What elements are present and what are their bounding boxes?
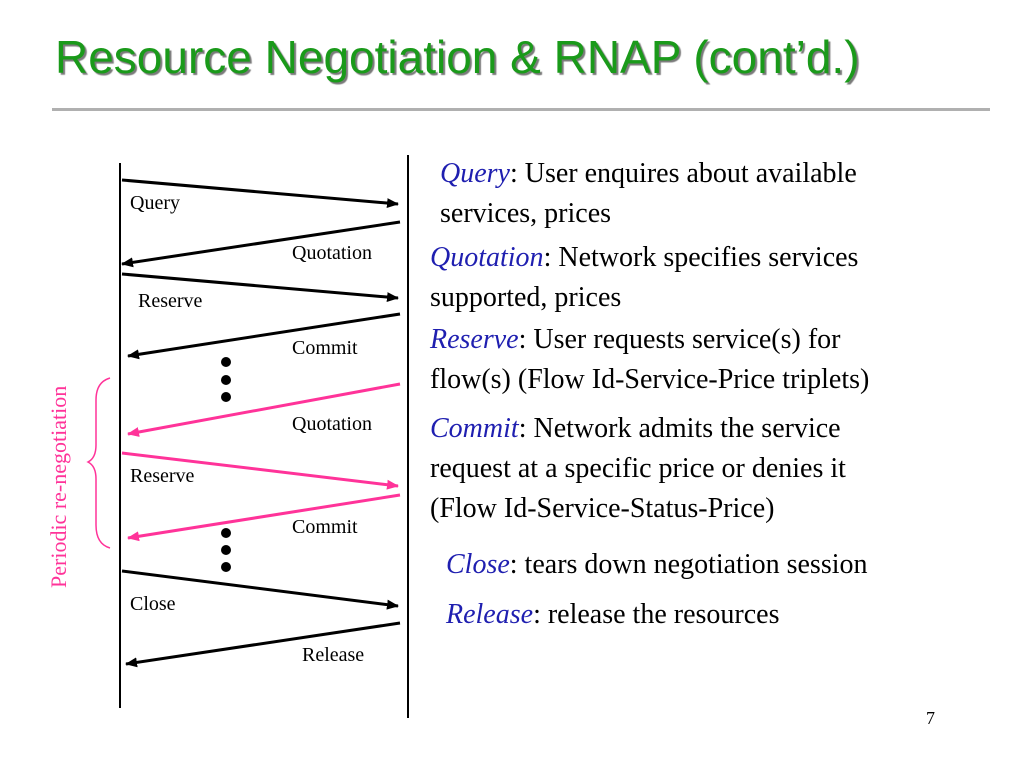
description-close: Close: tears down negotiation session xyxy=(446,545,868,585)
label-close: Close xyxy=(130,593,176,615)
description-commit-line-2: request at a specific price or denies it xyxy=(430,453,846,484)
description-quotation-line-2: supported, prices xyxy=(430,282,622,313)
arrow-close xyxy=(121,569,399,610)
description-commit: Commit: Network admits the service reque… xyxy=(430,409,846,529)
label-quotation-renegotiation: Quotation xyxy=(292,413,372,435)
description-quotation-line-1: : Network specifies services xyxy=(543,242,859,273)
arrow-release xyxy=(125,621,401,668)
renegotiation-brace xyxy=(86,377,111,549)
label-quotation: Quotation xyxy=(292,242,372,264)
arrow-commit xyxy=(127,312,401,360)
label-commit-renegotiation: Commit xyxy=(292,516,358,538)
label-commit: Commit xyxy=(292,337,358,359)
description-reserve: Reserve: User requests service(s) for fl… xyxy=(430,320,869,400)
description-release-line-1: : release the resources xyxy=(533,599,780,630)
title-divider xyxy=(52,108,990,111)
term-commit: Commit xyxy=(430,413,519,444)
term-quotation: Quotation xyxy=(430,242,544,273)
label-reserve: Reserve xyxy=(138,290,203,312)
description-reserve-line-1: : User requests service(s) for xyxy=(518,324,841,355)
term-release: Release xyxy=(446,599,534,630)
description-close-line-1: : tears down negotiation session xyxy=(509,549,868,580)
arrow-reserve xyxy=(121,272,399,303)
arrow-quotation xyxy=(121,220,401,268)
description-query: Query: User enquires about available ser… xyxy=(440,154,857,234)
renegotiation-label: Periodic re-negotiation xyxy=(46,386,71,588)
term-query: Query xyxy=(440,158,510,189)
description-commit-line-1: : Network admits the service xyxy=(518,413,841,444)
description-reserve-line-2: flow(s) (Flow Id-Service-Price triplets) xyxy=(430,364,870,395)
arrow-reserve-renegotiation xyxy=(121,451,399,490)
term-reserve: Reserve xyxy=(430,324,519,355)
description-query-line-1: : User enquires about available xyxy=(509,158,857,189)
arrow-commit-renegotiation xyxy=(127,493,401,542)
page-number: 7 xyxy=(926,708,935,728)
arrow-quotation-renegotiation xyxy=(127,382,401,437)
slide-title: Resource Negotiation & RNAP (cont’d.) xyxy=(55,31,860,83)
description-query-line-2: services, prices xyxy=(440,198,612,229)
description-commit-line-3: (Flow Id-Service-Status-Price) xyxy=(430,493,775,524)
label-reserve-renegotiation: Reserve xyxy=(130,465,195,487)
term-close: Close xyxy=(446,549,510,580)
label-query: Query xyxy=(130,192,180,214)
description-quotation: Quotation: Network specifies services su… xyxy=(430,238,858,318)
arrow-query xyxy=(121,178,399,209)
description-release: Release: release the resources xyxy=(446,595,779,635)
label-release: Release xyxy=(302,644,364,666)
ellipsis-dots-2 xyxy=(221,528,231,572)
ellipsis-dots-1 xyxy=(221,357,231,402)
